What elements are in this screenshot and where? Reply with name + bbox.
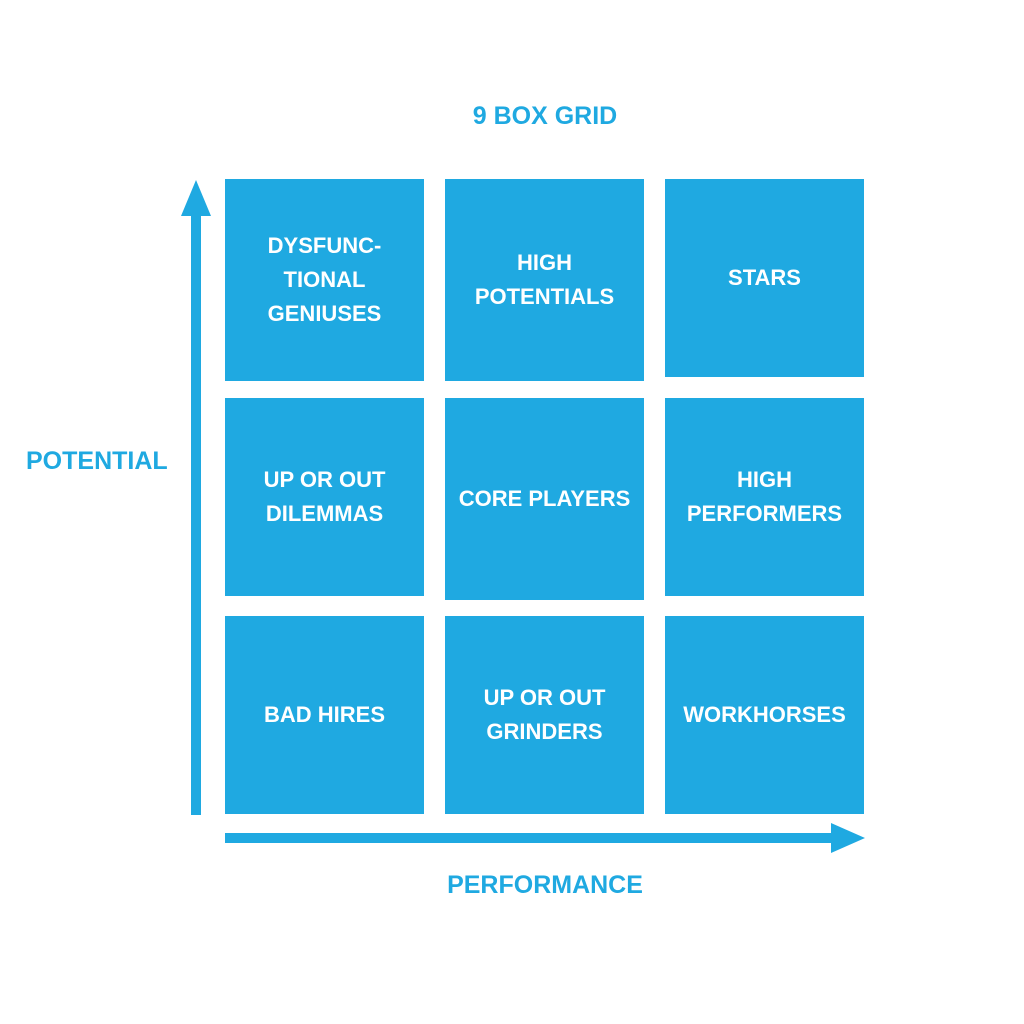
box-up-or-out-grinders: UP OR OUT GRINDERS [445, 616, 644, 814]
x-axis-label: PERFORMANCE [447, 871, 643, 899]
x-axis-arrow [225, 823, 865, 853]
y-axis-label: POTENTIAL [26, 447, 168, 475]
diagram-title: 9 BOX GRID [472, 102, 618, 130]
box-bad-hires: BAD HIRES [225, 616, 424, 814]
y-axis-arrow [181, 180, 211, 815]
box-high-performers: HIGH PERFORMERS [665, 398, 864, 596]
box-high-potentials: HIGH POTENTIALS [445, 179, 644, 381]
box-workhorses: WORKHORSES [665, 616, 864, 814]
box-label: CORE PLAYERS [458, 486, 631, 511]
box-label: STARS [728, 265, 801, 290]
box-core-players: CORE PLAYERS [445, 398, 644, 600]
box-dysfunctional-geniuses: DYSFUNC- TIONAL GENIUSES [225, 179, 424, 381]
box-label: BAD HIRES [263, 702, 385, 727]
x-axis-arrow-shaft [225, 833, 835, 843]
box-label: DYSFUNC- TIONAL GENIUSES [267, 233, 382, 326]
box-stars: STARS [665, 179, 864, 377]
box-label: UP OR OUT GRINDERS [483, 685, 606, 744]
box-label: UP OR OUT DILEMMAS [263, 467, 386, 526]
box-up-or-out-dilemmas: UP OR OUT DILEMMAS [225, 398, 424, 596]
x-axis-arrow-head [831, 823, 865, 853]
y-axis-arrow-head [181, 180, 211, 216]
y-axis-arrow-shaft [191, 210, 201, 815]
box-label: HIGH PERFORMERS [686, 467, 843, 526]
box-label: WORKHORSES [683, 702, 846, 727]
box-label: HIGH POTENTIALS [474, 250, 615, 309]
